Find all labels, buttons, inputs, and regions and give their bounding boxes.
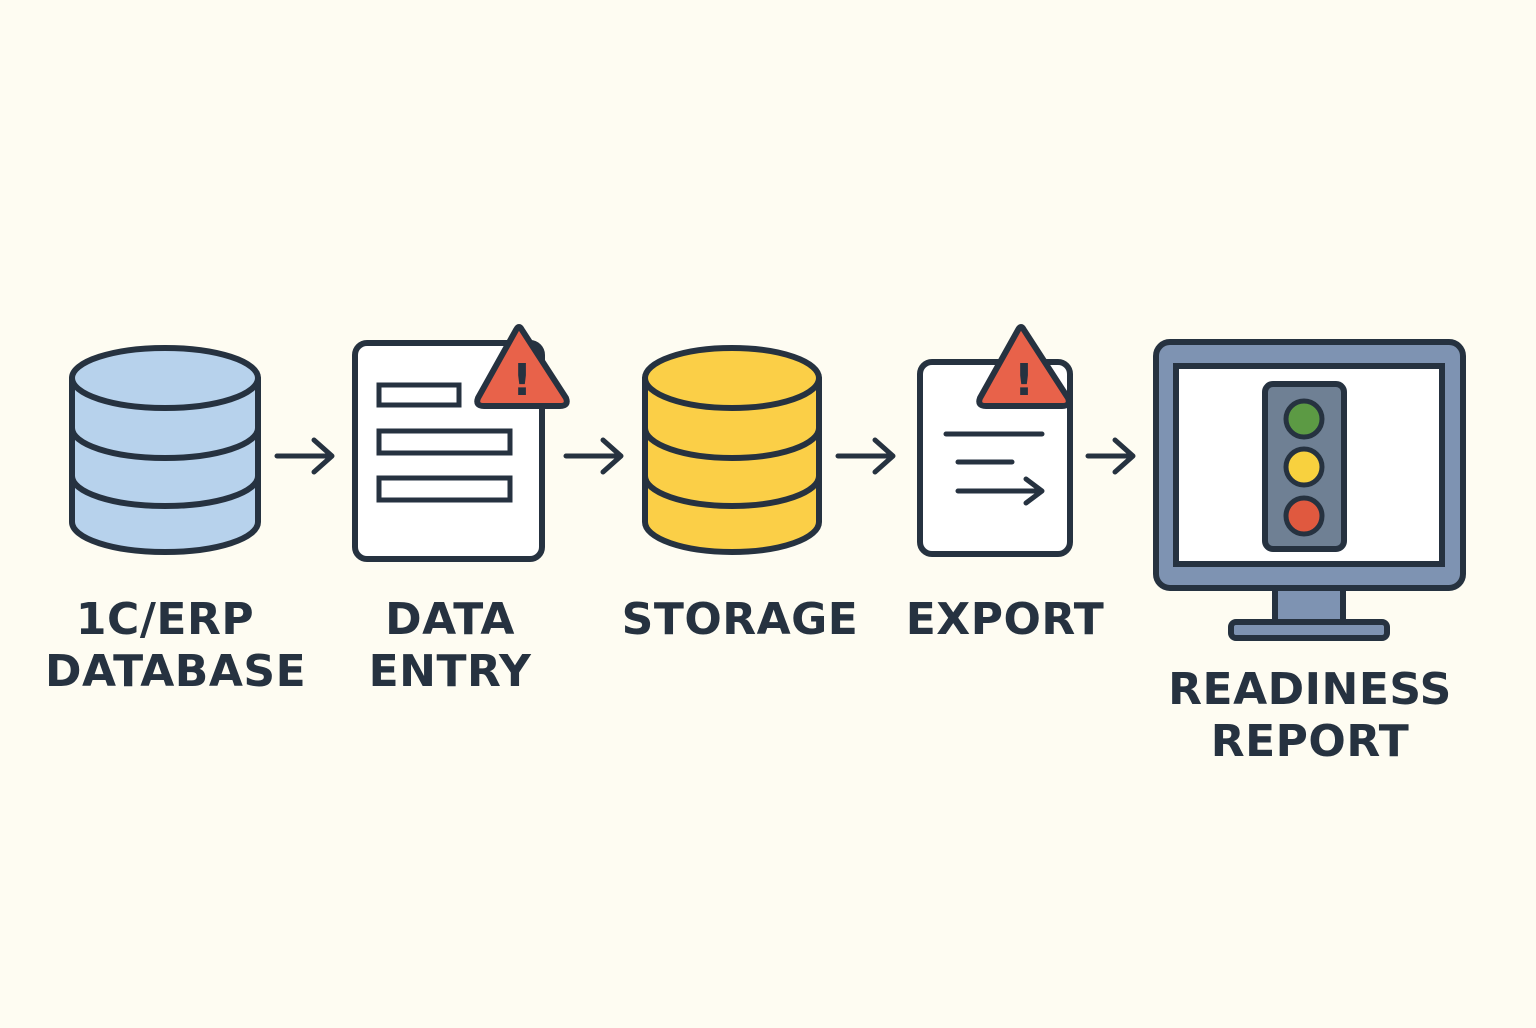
- step-label-database-line-2: DATABASE: [45, 646, 307, 697]
- step-label-storage: STORAGE: [620, 594, 860, 646]
- export-document-icon: [917, 359, 1073, 557]
- step-label-data-entry-line-2: ENTRY: [368, 646, 532, 697]
- svg-text:!: !: [512, 355, 532, 406]
- flow-arrow-2: [563, 437, 624, 475]
- step-label-database: 1C/ERP DATABASE: [45, 594, 307, 698]
- warning-icon-export: !: [976, 324, 1072, 409]
- step-label-export-line-1: EXPORT: [905, 594, 1105, 645]
- step-label-readiness-report: READINESS REPORT: [1160, 664, 1460, 768]
- warning-icon-entry: !: [474, 324, 570, 409]
- step-label-readiness-report-line-2: REPORT: [1210, 716, 1410, 767]
- flow-arrow-1: [274, 437, 335, 475]
- step-label-readiness-report-line-1: READINESS: [1168, 664, 1452, 715]
- flow-arrow-4: [1085, 437, 1136, 475]
- step-label-data-entry-line-1: DATA: [385, 594, 515, 645]
- storage-icon: [642, 345, 822, 555]
- step-label-export: EXPORT: [900, 594, 1110, 646]
- step-label-storage-line-1: STORAGE: [621, 594, 859, 645]
- step-label-data-entry: DATA ENTRY: [340, 594, 560, 698]
- flow-arrow-3: [835, 437, 896, 475]
- monitor-traffic-light-icon: [1153, 339, 1466, 641]
- database-icon: [69, 345, 261, 555]
- step-label-database-line-1: 1C/ERP: [75, 594, 255, 645]
- svg-text:!: !: [1014, 355, 1034, 406]
